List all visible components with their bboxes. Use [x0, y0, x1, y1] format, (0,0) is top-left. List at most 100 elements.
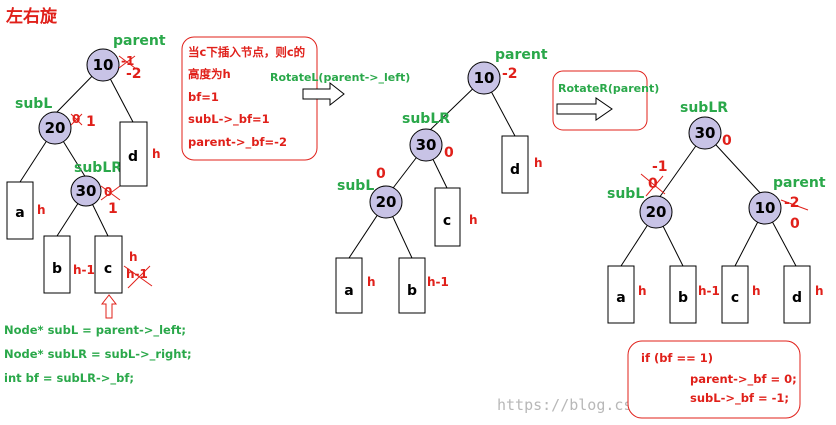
tree3-leaf-c-label: c — [731, 290, 739, 306]
note-line-3: bf=1 — [188, 90, 219, 104]
tree1-parent-bf-new: -2 — [126, 66, 142, 82]
tree2-subL-bf: 0 — [376, 166, 386, 182]
code-box — [627, 340, 801, 419]
tree1-parent-value: 10 — [93, 56, 114, 74]
tree3-subL-bf-new: -1 — [652, 159, 668, 175]
tree2-subLR-value: 30 — [416, 136, 437, 154]
tree1-leaf-c-height-new: h — [129, 250, 138, 264]
tree3-parent-label: parent — [773, 175, 826, 191]
tree1-leaf-a — [6, 181, 34, 240]
tree2-leaf-c — [434, 187, 461, 247]
tree1-leaf-c-height-strike — [123, 265, 153, 289]
code-box-line-3: subL->_bf = -1; — [690, 391, 789, 406]
tree1-leaf-c-height-old: h-1 — [126, 267, 148, 281]
tree1-leaf-d-height: h — [152, 147, 161, 161]
code-line-2: Node* subLR = subL->_right; — [4, 347, 192, 362]
tree3-parent-value: 10 — [755, 199, 776, 217]
tree1-leaf-c-label: c — [104, 261, 112, 277]
tree1-leaf-a-height: h — [37, 203, 46, 217]
tree2-subLR-label: subLR — [402, 111, 450, 127]
tree2-leaf-d-height: h — [534, 156, 543, 170]
code-line-1: Node* subL = parent->_left; — [4, 323, 186, 338]
code-box-line-2: parent->_bf = 0; — [690, 372, 797, 387]
tree2-leaf-a — [335, 257, 363, 314]
tree2-subL-node — [369, 185, 403, 219]
tree1-parent-bf-strike — [118, 55, 136, 69]
tree3-parent-bf-strike — [780, 199, 809, 211]
tree-2 — [348, 77, 516, 259]
tree1-leaf-d — [119, 121, 148, 187]
tree1-subL-bf-new: 1 — [86, 114, 96, 130]
arrow1-shape — [302, 81, 345, 107]
note-line-2: 高度为h — [188, 67, 231, 81]
tree3-leaf-a-height: h — [638, 284, 647, 298]
tree2-subL-label: subL — [337, 178, 374, 194]
tree3-leaf-d-height: h — [815, 284, 824, 298]
tree1-subL-value: 20 — [45, 119, 66, 137]
tree1-subLR-label: subLR — [74, 160, 122, 176]
tree2-leaf-b-label: b — [407, 283, 417, 299]
tree2-leaf-a-label: a — [344, 283, 353, 299]
tree2-parent-bf: -2 — [502, 66, 518, 82]
tree1-leaf-b — [43, 235, 71, 294]
tree1-subLR-bf-strike — [100, 185, 121, 201]
tree2-leaf-d — [501, 135, 529, 194]
tree2-parent-value: 10 — [474, 69, 495, 87]
tree2-leaf-b — [398, 257, 426, 314]
tree3-leaf-a — [607, 265, 635, 324]
tree1-subL-node — [38, 111, 72, 145]
tree3-subLR-label: subLR — [680, 100, 728, 116]
tree1-leaf-b-label: b — [52, 261, 62, 277]
tree2-subLR-bf: 0 — [444, 145, 454, 161]
tree1-subL-label: subL — [15, 96, 52, 112]
tree3-leaf-b — [669, 265, 697, 324]
code-line-3: int bf = subLR->_bf; — [4, 371, 134, 386]
tree3-subLR-node — [688, 116, 722, 150]
tree2-leaf-c-label: c — [443, 213, 451, 229]
tree1-subLR-bf-new: 1 — [108, 201, 118, 217]
tree3-leaf-d-label: d — [792, 290, 802, 306]
tree2-leaf-b-height: h-1 — [427, 275, 449, 289]
tree1-parent-node — [86, 48, 120, 82]
tree2-leaf-a-height: h — [367, 275, 376, 289]
tree2-leaf-c-height: h — [469, 213, 478, 227]
tree3-subL-label: subL — [607, 186, 644, 202]
tree3-leaf-c-height: h — [752, 284, 761, 298]
insert-pointer-arrow — [100, 294, 118, 319]
tree3-parent-node — [748, 191, 782, 225]
arrow2-shape — [556, 97, 613, 121]
note-line-4: subL->_bf=1 — [188, 112, 270, 127]
arrow2-label: RotateR(parent) — [558, 82, 659, 95]
tree3-leaf-c — [721, 265, 749, 324]
tree1-leaf-a-label: a — [15, 205, 24, 221]
tree2-parent-node — [467, 61, 501, 95]
tree3-leaf-d — [783, 265, 811, 324]
tree2-parent-label: parent — [495, 47, 548, 63]
tree1-leaf-c — [94, 235, 123, 294]
code-box-line-1: if (bf == 1) — [641, 351, 713, 365]
tree1-subLR-bf-old: 0 — [104, 185, 112, 199]
note-line-1: 当c下插入节点，则c的 — [188, 45, 305, 59]
tree2-leaf-d-label: d — [510, 162, 520, 178]
tree1-subL-bf-strike — [70, 113, 83, 126]
tree1-leaf-b-height: h-1 — [73, 263, 95, 277]
tree3-subL-bf-strike — [640, 173, 666, 197]
note-line-5: parent->_bf=-2 — [188, 135, 287, 150]
tree2-subL-value: 20 — [376, 193, 397, 211]
tree1-leaf-d-label: d — [128, 149, 138, 165]
tree1-subLR-value: 30 — [76, 182, 97, 200]
tree3-subL-node — [639, 195, 673, 229]
tree3-leaf-b-height: h-1 — [698, 284, 720, 298]
tree3-subLR-bf: 0 — [722, 133, 732, 149]
arrow1-label: RotateL(parent->_left) — [270, 71, 410, 84]
tree3-leaf-b-label: b — [678, 290, 688, 306]
tree2-subLR-node — [409, 128, 443, 162]
tree1-subLR-node — [70, 175, 102, 207]
tree3-parent-bf-old: -2 — [784, 195, 800, 211]
diagram-title: 左右旋 — [6, 6, 58, 27]
tree3-subL-value: 20 — [646, 203, 667, 221]
tree3-subLR-value: 30 — [695, 124, 716, 142]
tree1-parent-label: parent — [113, 33, 166, 49]
